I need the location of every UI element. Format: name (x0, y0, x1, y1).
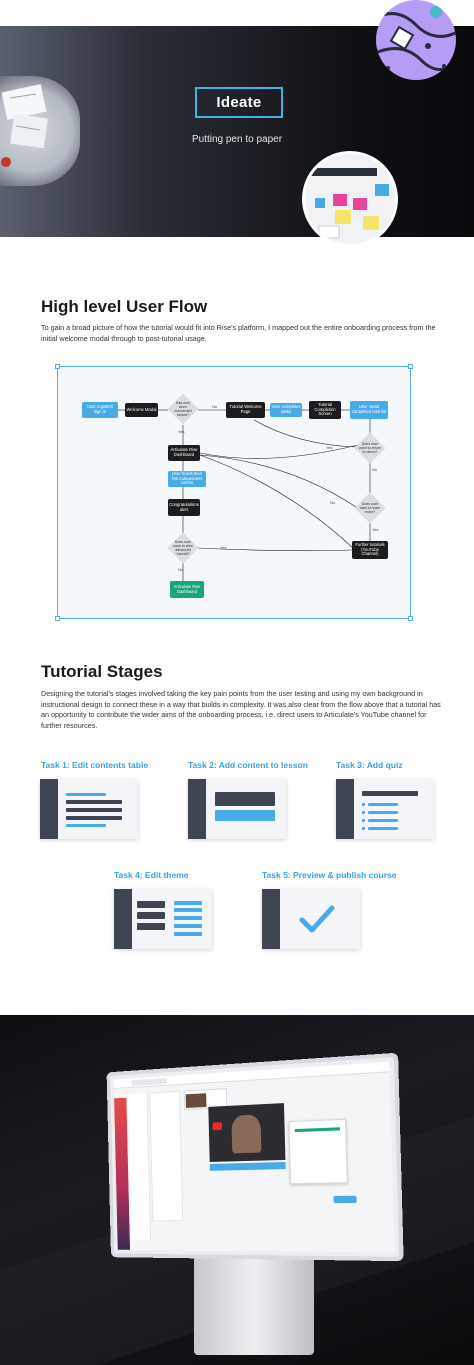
flow-node-completion-screen: Tutorial Completion Screen (309, 401, 341, 419)
task-4-title: Task 4: Edit theme (114, 870, 189, 880)
monitor-stand (194, 1255, 314, 1355)
flow-node-welcome-modal: Welcome Modal (125, 403, 158, 417)
user-flow-diagram: User registers sign in Welcome Modal Has… (55, 364, 413, 621)
card-sidebar (114, 889, 132, 949)
resize-handle (408, 616, 413, 621)
flow-decision-onboarded: Has user been onboarded before? (167, 393, 199, 425)
flow-node-completes-tasks: User completes tasks (270, 403, 302, 417)
flow-node-registers: User registers sign in (82, 402, 118, 418)
resize-handle (55, 364, 60, 369)
edge-label-yes: Yes (220, 545, 227, 550)
task-4-card (114, 889, 212, 949)
flow-node-builds-course: User builds their first independent cour… (168, 471, 206, 487)
monitor-frame (106, 1052, 404, 1262)
flow-connectors (118, 409, 371, 581)
card-sidebar (188, 779, 206, 839)
tutorial-stages-description: Designing the tutorial's stages involved… (41, 689, 441, 730)
edge-label-no: No (212, 404, 218, 409)
monitor-mockup-section (0, 1015, 474, 1365)
flow-node-views-completed: User views completed task list (350, 401, 388, 419)
sketch-photo-detail (1, 84, 48, 167)
task-1-title: Task 1: Edit contents table (41, 760, 149, 770)
card-sidebar (336, 779, 354, 839)
task-5-title: Task 5: Preview & publish course (262, 870, 397, 880)
flow-node-dashboard-2: Articulate Rise Dashboard (170, 581, 204, 598)
resize-handle (408, 364, 413, 369)
flow-decision-return-demo: Does user want to return to demo? (354, 432, 386, 464)
edge-label-no: No (178, 567, 184, 572)
task-5-card (262, 889, 360, 949)
user-flow-description: To gain a broad picture of how the tutor… (41, 323, 436, 343)
sticky-notes-photo (302, 151, 398, 247)
edge-label-no: No (372, 467, 378, 472)
app-dock (114, 1097, 131, 1250)
resize-handle (55, 616, 60, 621)
monitor-screen (113, 1061, 395, 1253)
task-3-title: Task 3: Add quiz (336, 760, 403, 770)
task-3-card (336, 779, 434, 839)
task-2-title: Task 2: Add content to lesson (188, 760, 308, 770)
tutorial-stages-heading: Tutorial Stages (41, 662, 163, 681)
hero-subtitle: Putting pen to paper (191, 134, 283, 145)
edge-label-yes: Yes (326, 445, 333, 450)
flow-node-tutorial-welcome: Tutorial Welcome Page (226, 402, 265, 418)
flow-node-congrats: Congratulations alert (168, 499, 200, 516)
checkmark-icon (299, 905, 335, 933)
ideate-title-box: Ideate (195, 87, 283, 118)
edge-label-no: No (330, 500, 336, 505)
hero-title: Ideate (216, 94, 262, 111)
task-1-card (40, 779, 138, 839)
flow-node-dashboard-1: Articulate Rise Dashboard (168, 445, 200, 461)
edge-label-yes: Yes (178, 429, 185, 434)
flow-node-further-tutorials: Further tutorials (YouTube Channel) (352, 541, 388, 559)
pattern-circle-illustration (376, 0, 456, 80)
card-sidebar (40, 779, 58, 839)
edge-label-yes: Yes (372, 527, 379, 532)
task-2-card (188, 779, 286, 839)
user-flow-heading: High level User Flow (41, 297, 208, 316)
flow-decision-learn-more: Does user want to learn more? (354, 492, 386, 524)
card-sidebar (262, 889, 280, 949)
flow-decision-advanced: Does user want to view advanced tutorial… (167, 532, 199, 564)
